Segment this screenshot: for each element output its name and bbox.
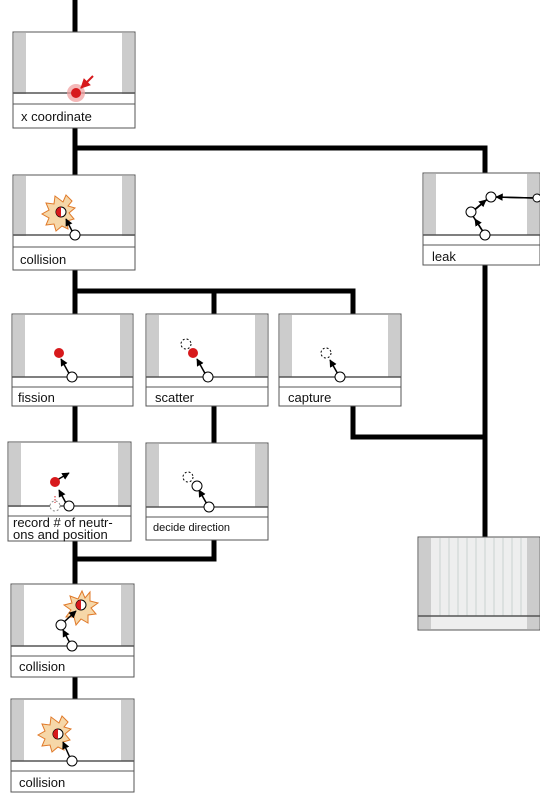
neutron-icon [202, 371, 214, 383]
connector-capture-out [350, 406, 485, 440]
neutron-icon [532, 193, 540, 203]
label-x-coordinate: x coordinate [21, 109, 92, 124]
neutron-icon [66, 371, 78, 383]
neutron-icon [66, 755, 78, 767]
neutron-icon [54, 348, 64, 358]
label-collision: collision [19, 659, 66, 674]
label-record-line2: ons and position [13, 527, 108, 542]
neutron-icon [465, 206, 477, 218]
neutron-icon [485, 191, 497, 203]
neutron-icon [63, 500, 75, 512]
label-fission: fission [18, 390, 55, 405]
label-capture: capture [288, 390, 332, 405]
neutron-icon [50, 477, 60, 487]
panel-fission [11, 313, 134, 407]
neutron-icon [191, 480, 203, 492]
panel-tally [417, 536, 540, 631]
label-collision: collision [19, 775, 66, 790]
connector-to-leak [75, 145, 488, 173]
panel-leak [422, 172, 540, 266]
panel-collision-3 [10, 698, 135, 793]
label-scatter: scatter [155, 390, 195, 405]
panel-decide-direction [145, 442, 269, 541]
label-decide-direction: decide direction [153, 522, 231, 534]
panel-scatter [145, 313, 269, 407]
neutron-icon [69, 229, 81, 241]
connector-decide-return [75, 540, 217, 562]
neutron-icon [71, 88, 81, 98]
label-collision: collision [20, 252, 67, 267]
label-leak: leak [432, 249, 456, 264]
panel-x-coordinate [12, 31, 136, 129]
neutron-icon [203, 501, 215, 513]
neutron-icon [334, 371, 346, 383]
connector-branch [75, 288, 356, 314]
neutron-icon [66, 640, 78, 652]
neutron-icon [479, 229, 491, 241]
arrow-icon [80, 75, 94, 89]
panel-capture [278, 313, 402, 407]
panel-collision-2 [10, 583, 135, 678]
connectors [72, 0, 488, 699]
neutron-icon [55, 619, 67, 631]
label-record-line1: record # of neutr- [13, 515, 113, 530]
panel-record [7, 441, 132, 542]
neutron-icon [188, 348, 198, 358]
panel-collision-1 [12, 174, 136, 271]
